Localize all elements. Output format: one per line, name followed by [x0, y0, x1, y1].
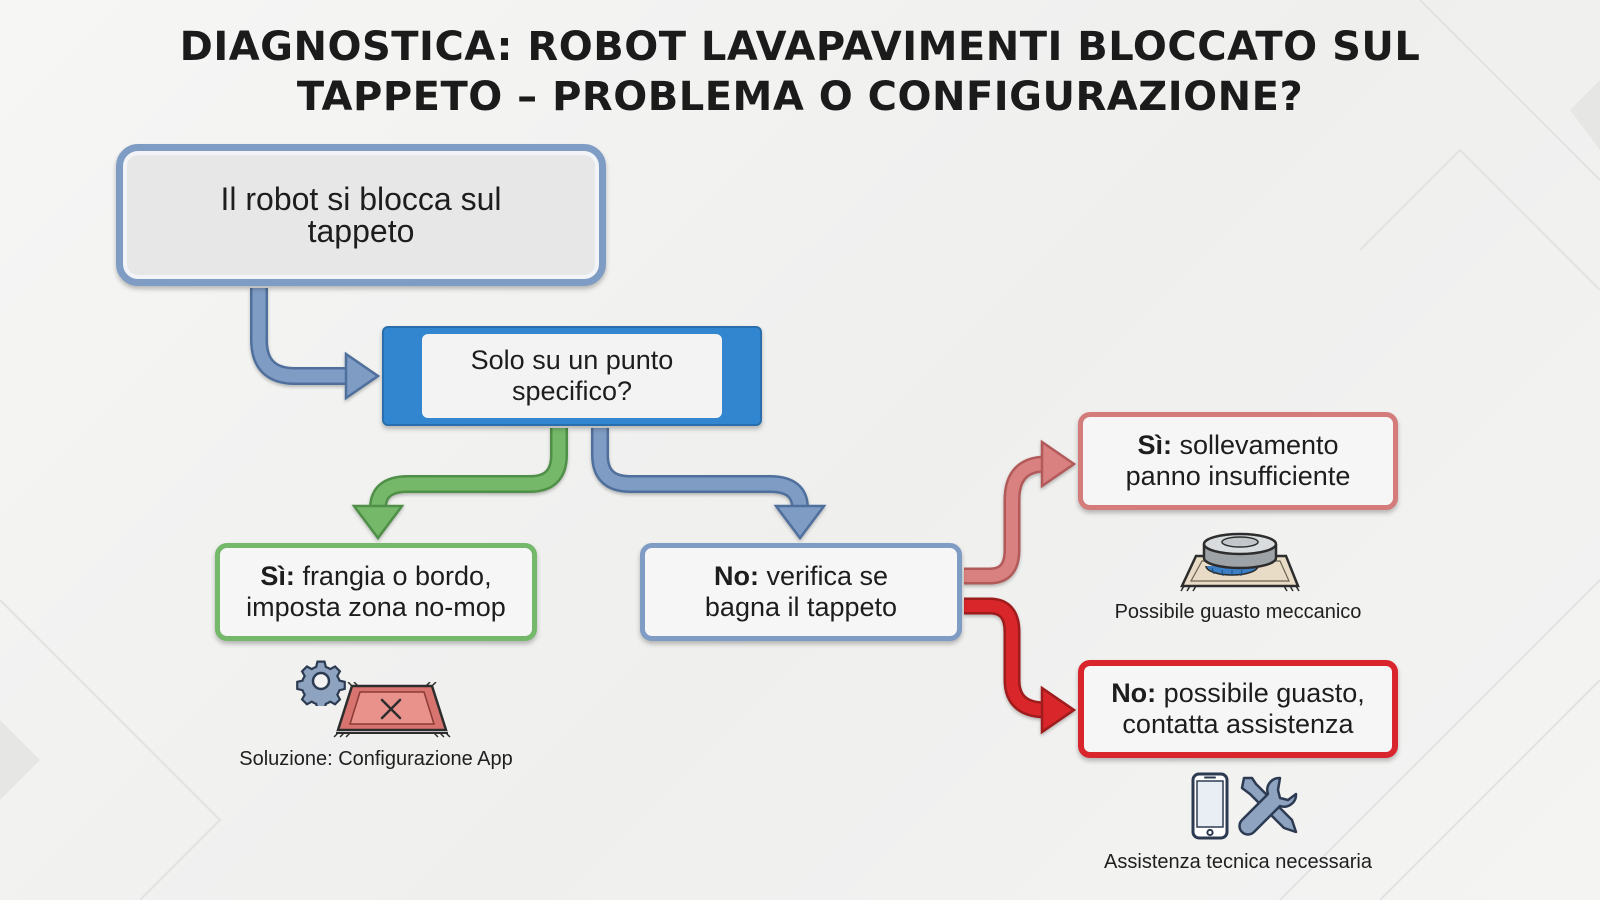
yes-lift-text: Sì: sollevamento panno insufficiente	[1108, 430, 1368, 492]
yes-lift-body: sollevamento panno insufficiente	[1125, 430, 1351, 491]
smartphone-icon	[1191, 772, 1229, 840]
yes-no-mop-text: Sì: frangia o bordo, imposta zona no-mop	[231, 561, 521, 623]
yes-lift-insufficient-node: Sì: sollevamento panno insufficiente	[1078, 412, 1398, 510]
yes-no-mop-body: frangia o bordo, imposta zona no-mop	[246, 561, 506, 622]
no-support-body: possibile guasto, contatta assistenza	[1122, 678, 1365, 739]
question-node: Solo su un punto specifico?	[382, 326, 762, 426]
no-contact-support-node: No: possibile guasto, contatta assistenz…	[1078, 660, 1398, 758]
no-check-wet-node: No: verifica se bagna il tappeto	[640, 543, 962, 641]
no-check-wet-body: verifica se bagna il tappeto	[704, 561, 898, 622]
caption-app-solution: Soluzione: Configurazione App	[239, 748, 513, 770]
start-node-text: Il robot si blocca sul tappeto	[220, 181, 502, 249]
yes-label: Sì:	[260, 561, 295, 591]
page-title: DIAGNOSTICA: ROBOT LAVAPAVIMENTI BLOCCAT…	[0, 22, 1600, 122]
connector-no-to-mechanical	[964, 439, 1077, 585]
connector-question-to-yes	[351, 428, 568, 541]
yes-label-right: Sì:	[1137, 430, 1172, 460]
robot-on-carpet-icon	[1180, 532, 1300, 592]
title-line-1: DIAGNOSTICA: ROBOT LAVAPAVIMENTI BLOCCAT…	[179, 24, 1421, 70]
connector-no-to-support	[964, 597, 1077, 735]
no-label-right: No:	[1111, 678, 1157, 708]
no-support-text: No: possibile guasto, contatta assistenz…	[1098, 678, 1378, 740]
start-node: Il robot si blocca sul tappeto	[116, 144, 606, 286]
no-label: No:	[713, 561, 759, 591]
question-node-text: Solo su un punto specifico?	[470, 345, 674, 406]
connector-question-to-no	[591, 428, 827, 541]
yes-no-mop-node: Sì: frangia o bordo, imposta zona no-mop	[215, 543, 537, 641]
no-mop-carpet-icon	[333, 682, 451, 738]
caption-support-needed: Assistenza tecnica necessaria	[1104, 851, 1372, 873]
tools-icon	[1238, 776, 1298, 836]
title-line-2: TAPPETO – PROBLEMA O CONFIGURAZIONE?	[296, 74, 1304, 120]
gear-icon	[296, 660, 346, 706]
no-check-wet-text: No: verifica se bagna il tappeto	[686, 561, 916, 623]
connector-start-to-question	[250, 288, 381, 401]
question-node-inner: Solo su un punto specifico?	[422, 334, 722, 418]
caption-mechanical-fault: Possibile guasto meccanico	[1114, 601, 1362, 623]
